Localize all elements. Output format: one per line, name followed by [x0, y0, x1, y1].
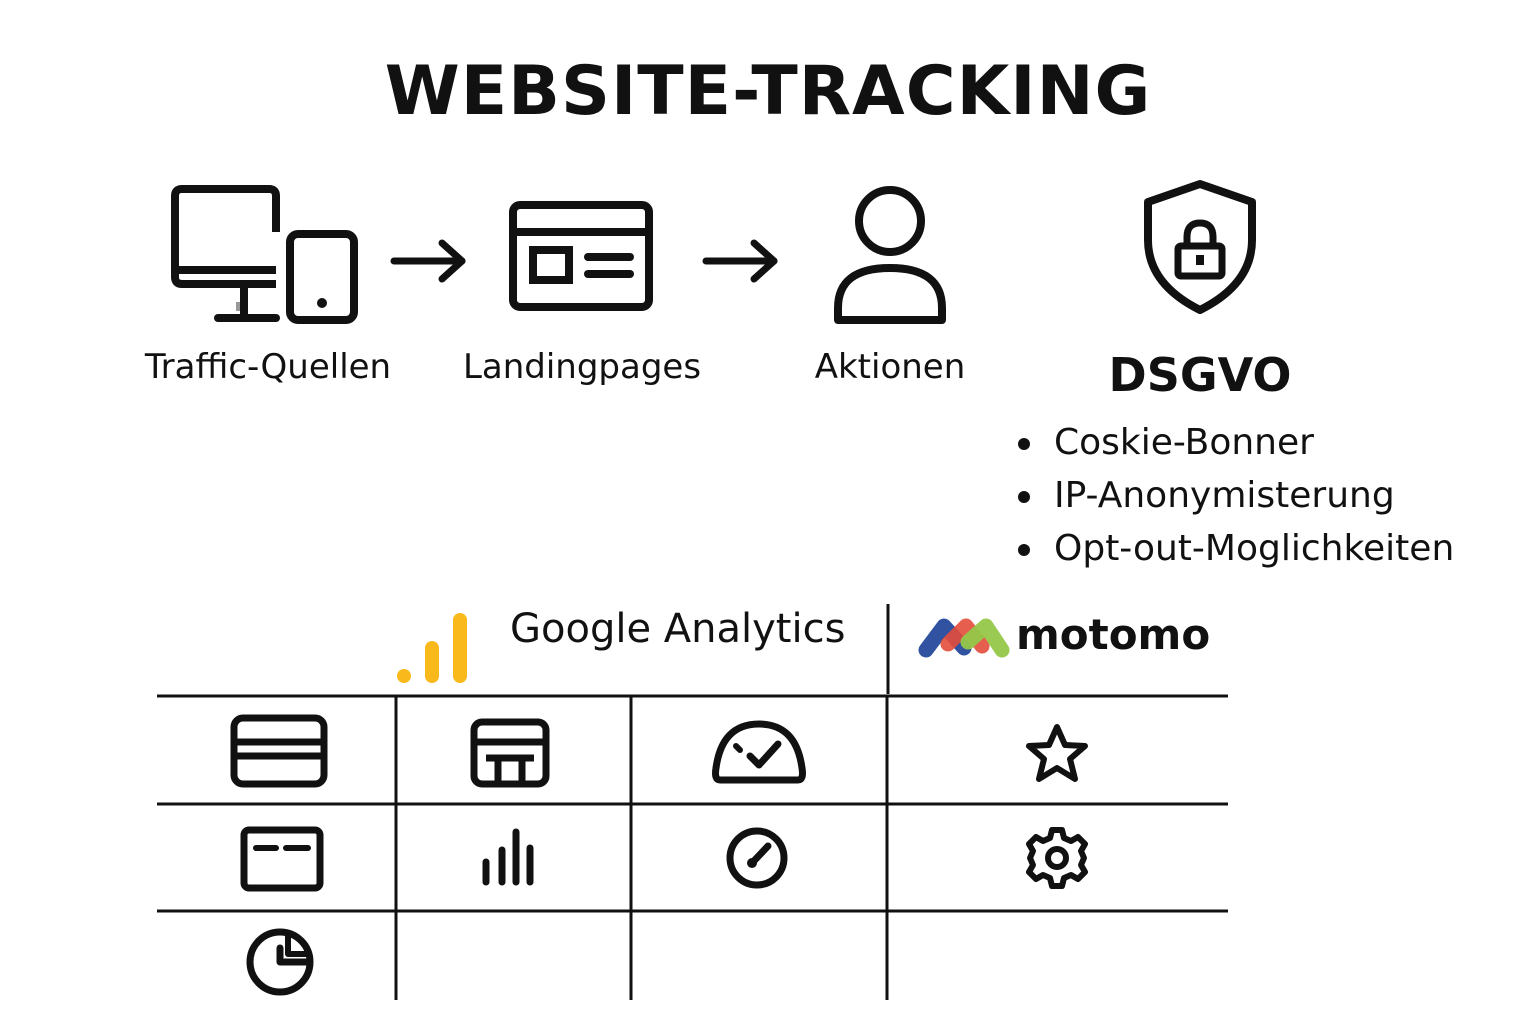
arrow-right-icon: [702, 239, 778, 283]
bar-chart-icon: [482, 828, 534, 886]
devices-icon: [171, 185, 358, 324]
dsgvo-title: DSGVO: [1108, 348, 1292, 402]
matomo-logo: [918, 618, 1010, 658]
flow-label-actions: Aktionen: [814, 347, 966, 387]
speedometer-check-icon: [712, 720, 806, 784]
dsgvo-item-label: Coskie-Bonner: [1054, 422, 1314, 463]
flow-label-landing-pages: Landingpages: [462, 347, 702, 387]
flow-label-traffic-sources: Traffic-Quellen: [144, 347, 392, 387]
dsgvo-item-label: Opt-out-Moglichkeiten: [1054, 528, 1455, 569]
dsgvo-item-cookie-banner: Coskie-Bonner: [1012, 416, 1454, 469]
dsgvo-item-opt-out: Opt-out-Moglichkeiten: [1012, 522, 1454, 575]
dsgvo-list: Coskie-Bonner IP-Anonymisterung Opt-out-…: [1012, 416, 1454, 575]
google-analytics-name: Google Analytics: [510, 606, 846, 652]
user-icon: [834, 186, 946, 324]
gauge-icon: [726, 827, 788, 889]
shield-lock-icon: [1144, 180, 1256, 314]
google-analytics-logo: [397, 613, 467, 683]
bullet: [1018, 491, 1030, 503]
dsgvo-item-ip-anonymization: IP-Anonymisterung: [1012, 469, 1454, 522]
gear-icon: [1026, 827, 1088, 889]
dashboard-layout-icon: [470, 718, 550, 788]
arrow-right-icon: [390, 239, 466, 283]
browser-window-icon: [240, 826, 324, 892]
dsgvo-item-label: IP-Anonymisterung: [1054, 475, 1395, 516]
bullet: [1018, 438, 1030, 450]
star-icon: [1026, 724, 1088, 782]
landing-page-icon: [509, 201, 653, 311]
pie-chart-icon: [246, 928, 314, 996]
page-title: WEBSITE-TRACKING: [384, 52, 1152, 131]
bullet: [1018, 544, 1030, 556]
credit-card-icon: [230, 714, 328, 788]
matomo-name: motomo: [1016, 610, 1211, 659]
